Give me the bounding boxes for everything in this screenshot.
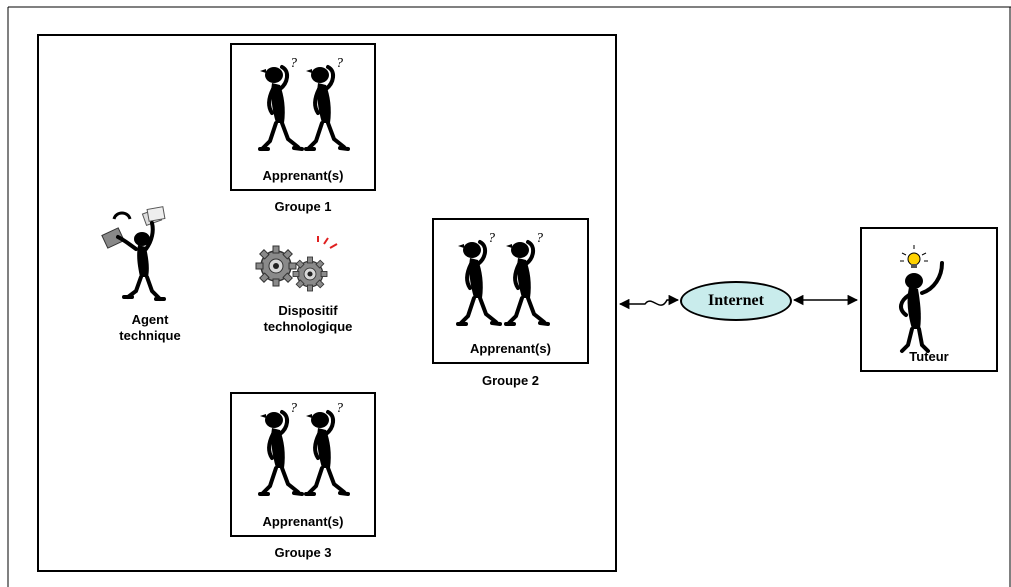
gears-icon [255,236,338,292]
idea-person-icon [899,245,944,353]
group-3-caption: Groupe 3 [274,545,332,560]
dispositif-line-1: Dispositif [278,303,338,318]
tuteur-box: Tuteur [860,227,998,372]
group-1-caption: Groupe 1 [274,199,332,214]
agent-line-2: technique [119,328,181,343]
internet-node: Internet [680,281,792,321]
arrow-container-internet [618,294,680,310]
group-3-box-label: Apprenant(s) [262,514,344,529]
group-2-caption: Groupe 2 [481,373,540,388]
tuteur-label: Tuteur [909,349,949,364]
dispositif-line-2: technologique [263,319,353,334]
group-2-box: Apprenant(s) [432,218,589,364]
dispositif-label: Dispositif technologique [252,303,364,335]
group-1-box-label: Apprenant(s) [262,168,344,183]
agent-line-1: Agent [131,312,169,327]
technician-person-icon [101,206,166,301]
group-1-box: Apprenant(s) [230,43,376,191]
group-2-box-label: Apprenant(s) [470,341,551,356]
group-3-box: Apprenant(s) [230,392,376,537]
agent-technique-label: Agent technique [110,312,190,344]
